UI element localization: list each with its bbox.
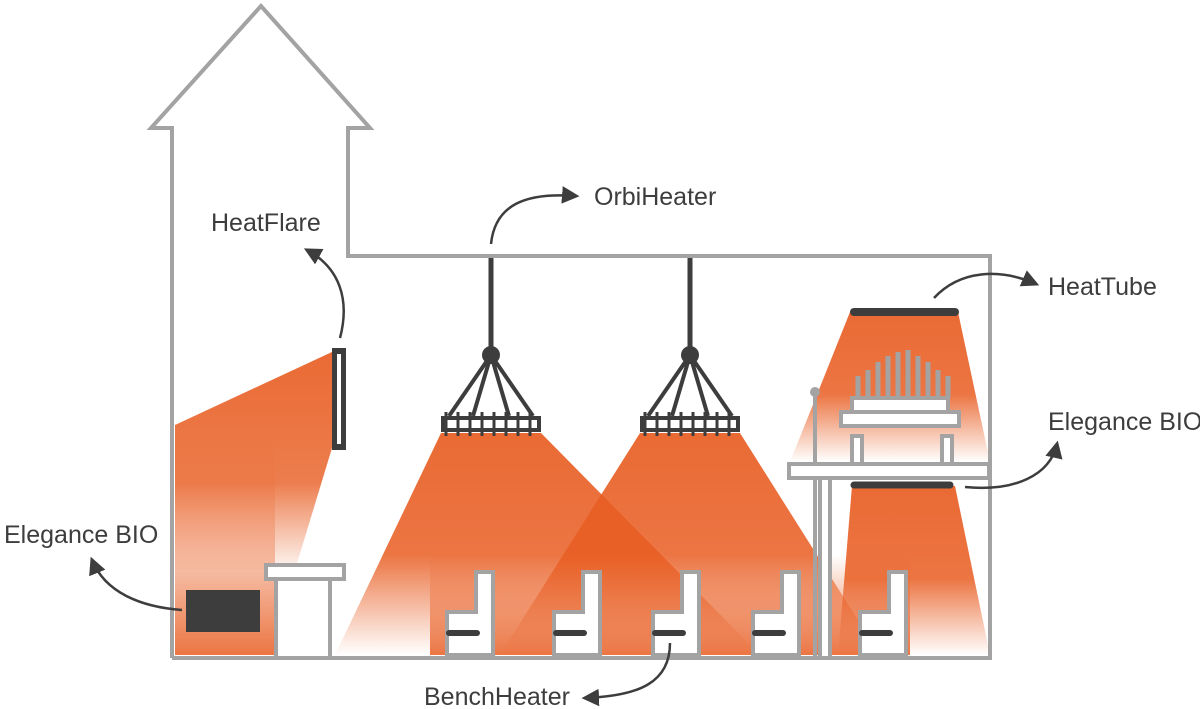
elegance-bio-right-label: Elegance BIO [1048, 408, 1200, 436]
devices [186, 258, 959, 632]
heatflare-device [332, 348, 346, 450]
organ [839, 350, 961, 466]
elegance-bio-left-label: Elegance BIO [4, 521, 158, 549]
gallery [787, 350, 991, 660]
orbiheater-left-device [441, 258, 541, 436]
benchheater-label: BenchHeater [424, 683, 570, 709]
elegance-bio-left-arrow [89, 556, 183, 612]
church-outline [146, 3, 992, 660]
orbiheater-label: OrbiHeater [594, 183, 716, 211]
benchheater-arrow [581, 642, 672, 707]
orbiheater-right-device [640, 258, 740, 436]
elegance-bio-right-arrow [964, 440, 1063, 490]
labels: HeatFlare OrbiHeater HeatTube Elegance B… [4, 183, 1200, 709]
heatflare-label: HeatFlare [211, 209, 321, 237]
callout-arrows [89, 186, 1063, 707]
heattube-label: HeatTube [1048, 273, 1157, 301]
orbiheater-arrow [489, 186, 580, 245]
elegance-bio-left-device [186, 590, 260, 632]
pulpit [264, 563, 346, 660]
heatflare-arrow [303, 248, 345, 339]
building-outline [146, 3, 992, 660]
heattube-arrow [933, 270, 1040, 299]
